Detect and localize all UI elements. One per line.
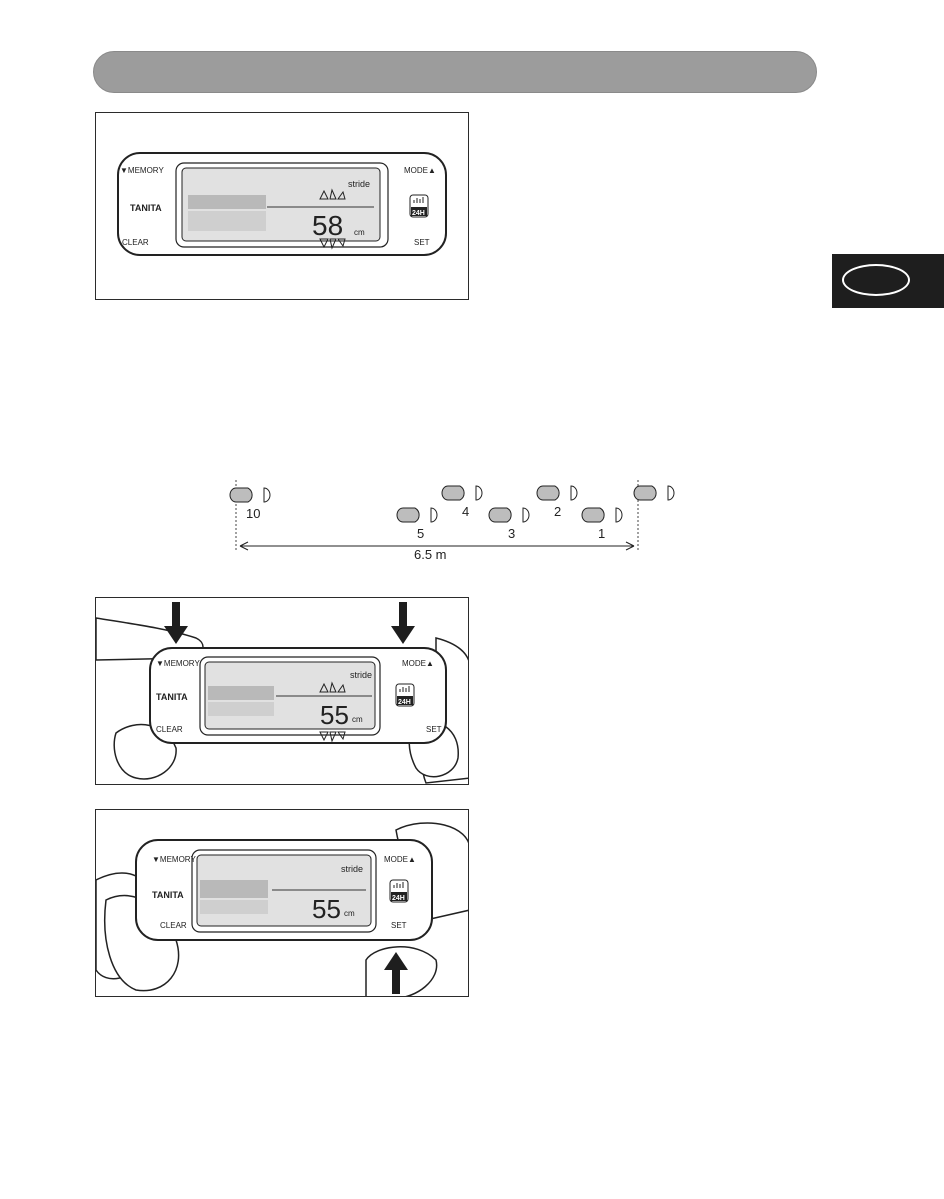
set-button-label: SET xyxy=(426,725,442,734)
lcd-stride-digits: 58 xyxy=(312,210,343,241)
illustration-press-set: stride 55 cm ▼MEMORY MODE▲ TANITA CLEAR … xyxy=(95,809,469,997)
24h-badge-label: 24H xyxy=(412,210,425,217)
lcd-bar-graph xyxy=(188,195,266,209)
language-tab xyxy=(832,254,944,308)
clear-button-label: CLEAR xyxy=(160,921,187,930)
clear-button-label: CLEAR xyxy=(156,725,183,734)
pedometer-device: stride 55 cm ▼MEMORY MODE▲ TANITA CLEAR … xyxy=(150,648,446,743)
illustration-press-memory-mode: stride 55 cm ▼MEMORY MODE▲ TANITA CLEAR … xyxy=(95,597,469,785)
illustration-stride-display: stride 58 cm ▼MEMORY MODE▲ TANITA CLEAR … xyxy=(95,112,469,300)
set-button-label: SET xyxy=(391,921,407,930)
brand-logo: TANITA xyxy=(152,890,184,900)
step-label: 5 xyxy=(417,526,424,541)
lcd-bar-graph xyxy=(200,880,268,898)
mode-button-label: MODE▲ xyxy=(384,855,416,864)
pedometer-device: stride 55 cm ▼MEMORY MODE▲ TANITA CLEAR … xyxy=(136,840,432,940)
lcd-unit: cm xyxy=(354,228,365,237)
set-button-label: SET xyxy=(414,238,430,247)
distance-label: 6.5 m xyxy=(414,547,447,562)
clear-button-label: CLEAR xyxy=(122,238,149,247)
step-label: 10 xyxy=(246,506,260,521)
mode-button-label: MODE▲ xyxy=(402,659,434,668)
press-arrow-mode-icon xyxy=(391,602,415,644)
footprint-icons xyxy=(230,486,674,522)
memory-button-label: ▼MEMORY xyxy=(156,659,200,668)
pedometer-device: stride 58 cm ▼MEMORY MODE▲ TANITA CLEAR … xyxy=(118,153,446,255)
language-tab-oval xyxy=(842,264,910,296)
lcd-stride-label: stride xyxy=(350,670,372,680)
lcd-stride-digits: 55 xyxy=(320,700,349,730)
lcd-stride-label: stride xyxy=(348,179,370,189)
24h-badge-label: 24H xyxy=(398,699,411,706)
lcd-unit: cm xyxy=(352,715,363,724)
step-label: 2 xyxy=(554,504,561,519)
section-header-bar xyxy=(93,51,817,93)
brand-logo: TANITA xyxy=(156,692,188,702)
memory-button-label: ▼MEMORY xyxy=(152,855,196,864)
memory-button-label: ▼MEMORY xyxy=(120,166,164,175)
step-label: 1 xyxy=(598,526,605,541)
step-label: 4 xyxy=(462,504,469,519)
brand-logo: TANITA xyxy=(130,203,162,213)
mode-button-label: MODE▲ xyxy=(404,166,436,175)
lcd-unit: cm xyxy=(344,909,355,918)
lcd-stride-digits: 55 xyxy=(312,894,341,924)
lcd-stride-label: stride xyxy=(341,864,363,874)
step-label: 3 xyxy=(508,526,515,541)
walking-distance-diagram: 10 4 2 5 3 1 6.5 m xyxy=(200,470,700,565)
lcd-bar-graph xyxy=(208,686,274,700)
24h-badge-label: 24H xyxy=(392,895,405,902)
